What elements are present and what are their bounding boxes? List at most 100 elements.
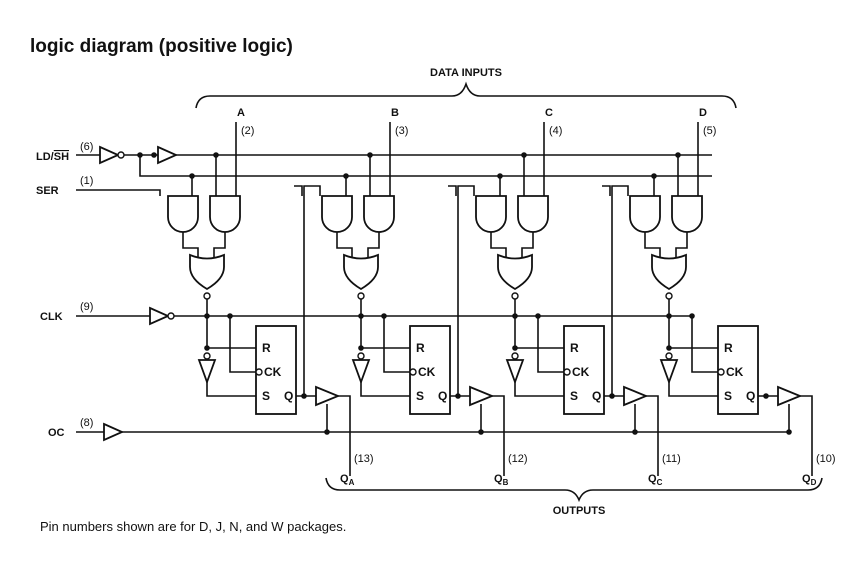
junction-dot	[675, 152, 681, 158]
flip-flop-q-label: Q	[284, 389, 293, 403]
inversion-bubble	[717, 368, 725, 376]
junction-dot	[189, 173, 195, 179]
output-label-qd: QD	[802, 473, 817, 487]
flip-flop-clock-label: CK	[726, 365, 744, 379]
junction-dot	[512, 313, 518, 319]
and-to-or-wire	[336, 232, 353, 258]
flip-flop-reset-label: R	[724, 341, 733, 355]
buffer-oc	[103, 422, 125, 442]
flip-flop-set-label: S	[570, 389, 578, 403]
clock-tap	[229, 316, 256, 373]
inversion-bubble	[255, 368, 263, 376]
output-wire	[338, 395, 351, 476]
output-buffer	[623, 385, 649, 407]
or-gate	[497, 253, 533, 291]
register-stage-4	[602, 122, 813, 476]
diagram-title: logic diagram (positive logic)	[30, 36, 293, 57]
flip-flop-set-label: S	[262, 389, 270, 403]
inverter-clk	[149, 306, 171, 326]
set-wire	[206, 382, 256, 397]
and-gate	[629, 195, 661, 233]
output-label-qc: QC	[648, 473, 663, 487]
junction-dot	[763, 393, 769, 399]
and-gate	[167, 195, 199, 233]
output-wire	[646, 395, 659, 476]
junction-dot	[497, 173, 503, 179]
feedback-wire	[457, 185, 475, 396]
junction-dot	[358, 313, 364, 319]
junction-dot	[151, 152, 157, 158]
input-label-clk: CLK	[40, 311, 63, 323]
junction-dot	[689, 313, 695, 319]
clock-tap	[691, 316, 718, 373]
flip-flop	[255, 325, 297, 415]
flip-flop-clock-label: CK	[572, 365, 590, 379]
inversion-bubble	[357, 352, 365, 360]
pin-number-output-c: (11)	[662, 453, 681, 465]
cascade-wire	[602, 185, 611, 196]
junction-dot	[666, 345, 672, 351]
and-gate	[363, 195, 395, 233]
output-label-qa: QA	[340, 473, 355, 487]
flip-flop-reset-label: R	[262, 341, 271, 355]
flip-flop-q-label: Q	[438, 389, 447, 403]
feedback-wire	[611, 185, 629, 396]
output-wire	[800, 395, 813, 476]
flip-flop-clock-label: CK	[418, 365, 436, 379]
data-input-label-a: A	[237, 107, 245, 119]
flip-flop-reset-label: R	[570, 341, 579, 355]
inversion-bubble	[167, 312, 175, 320]
junction-dot	[666, 313, 672, 319]
data-inputs-brace	[195, 81, 737, 109]
output-buffer	[315, 385, 341, 407]
pin-number-data-c: (4)	[549, 125, 562, 137]
and-to-or-wire	[490, 232, 507, 258]
flip-flop-q-label: Q	[592, 389, 601, 403]
inversion-bubble	[203, 352, 211, 360]
inversion-bubble	[665, 292, 673, 300]
junction-dot	[324, 429, 330, 435]
output-buffer	[469, 385, 495, 407]
output-wire	[492, 395, 505, 476]
pin-number-output-d: (10)	[816, 453, 836, 465]
serial-input-line	[76, 189, 161, 196]
junction-dot	[535, 313, 541, 319]
junction-dot	[367, 152, 373, 158]
clock-tap	[383, 316, 410, 373]
clock-tap	[537, 316, 564, 373]
inverter-set	[197, 359, 217, 385]
junction-dot	[512, 345, 518, 351]
output-label-qb: QB	[494, 473, 509, 487]
and-gate	[475, 195, 507, 233]
pin-number-oc: (8)	[80, 417, 93, 429]
and-gate	[671, 195, 703, 233]
feedback-wire	[303, 185, 321, 396]
junction-dot	[478, 429, 484, 435]
flip-flop	[409, 325, 451, 415]
buffer-ld-sh	[157, 145, 179, 165]
set-wire	[360, 382, 410, 397]
junction-dot	[204, 313, 210, 319]
data-input-label-c: C	[545, 107, 553, 119]
and-to-or-wire	[675, 232, 688, 258]
outputs-brace	[325, 477, 823, 503]
junction-dot	[213, 152, 219, 158]
junction-dot	[786, 429, 792, 435]
inverter-set	[505, 359, 525, 385]
and-gate	[209, 195, 241, 233]
inversion-bubble	[357, 292, 365, 300]
register-stage-3	[448, 122, 659, 476]
junction-dot	[358, 345, 364, 351]
inverter-set	[659, 359, 679, 385]
or-gate	[343, 253, 379, 291]
output-buffer	[777, 385, 803, 407]
and-to-or-wire	[182, 232, 199, 258]
and-to-or-wire	[367, 232, 380, 258]
pin-number-ser: (1)	[80, 175, 93, 187]
pin-number-data-b: (3)	[395, 125, 408, 137]
inversion-bubble	[117, 151, 125, 159]
and-gate	[517, 195, 549, 233]
and-gate	[321, 195, 353, 233]
junction-dot	[651, 173, 657, 179]
